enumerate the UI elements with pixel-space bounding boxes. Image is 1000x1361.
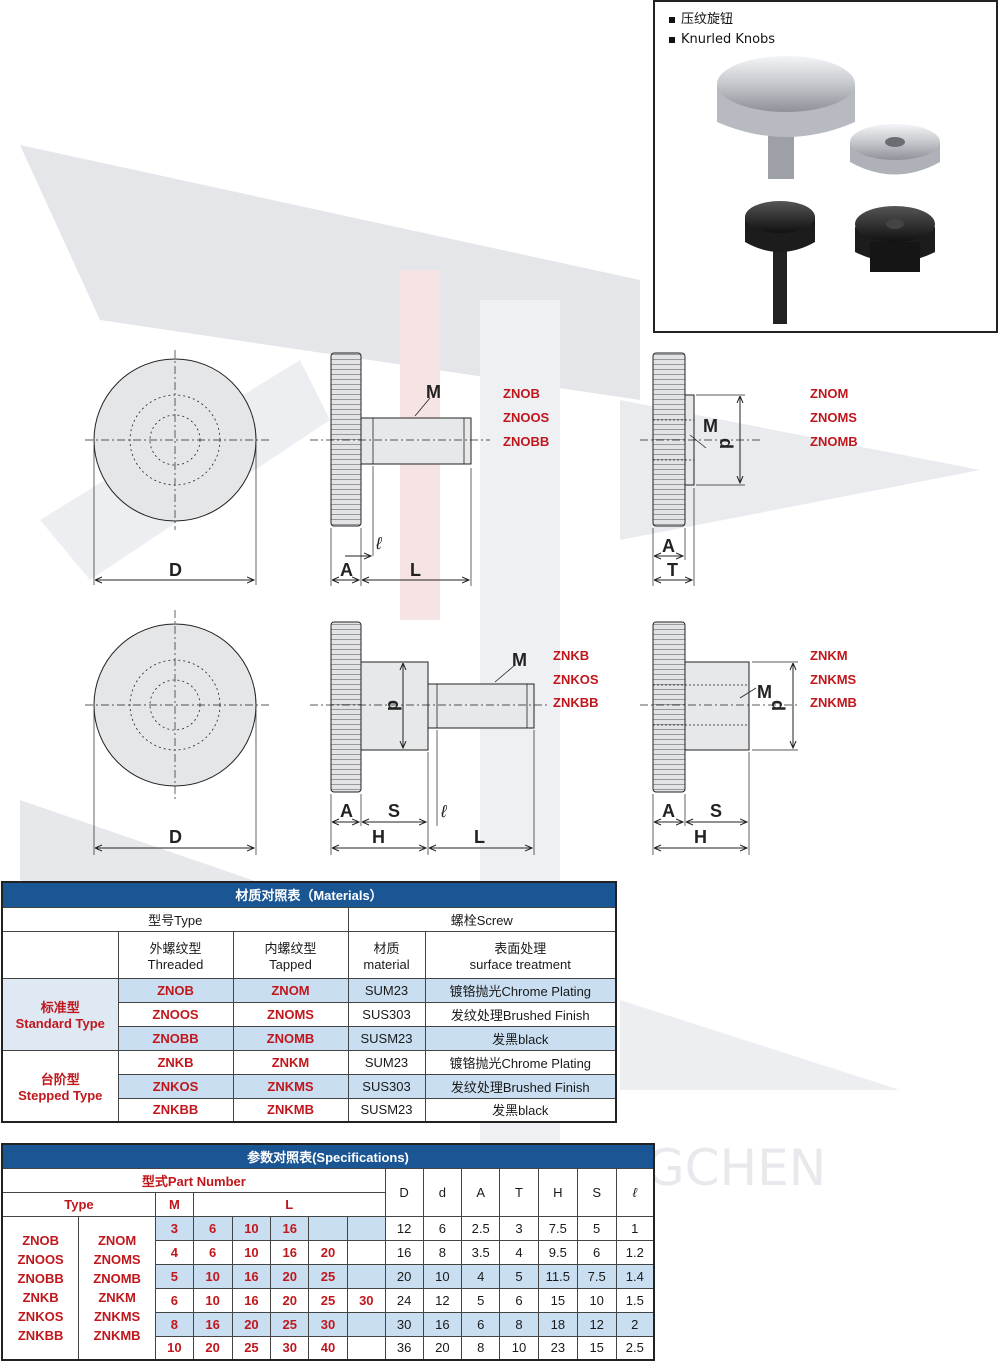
- product-photo-panel: 压纹旋钮 Knurled Knobs: [653, 0, 998, 333]
- col-D-header: D: [384, 1167, 424, 1217]
- front-view-top: [85, 350, 270, 585]
- col-type-header: Type: [1, 1191, 156, 1217]
- chrome-threaded-knob-image: [717, 56, 855, 179]
- dim-A-znob: A: [340, 560, 353, 580]
- dim-d-znkb: d: [384, 700, 404, 711]
- col-T-header: T: [499, 1167, 539, 1217]
- specs-title: 参数对照表(Specifications): [1, 1143, 655, 1169]
- code-label: ZNKB: [553, 648, 590, 663]
- side-view-znom: [640, 352, 760, 586]
- code-label: ZNOMB: [810, 434, 858, 449]
- dim-M-znkb: M: [512, 650, 527, 670]
- dim-l-znob: ℓ: [375, 534, 382, 553]
- col-S-header: S: [576, 1167, 617, 1217]
- dim-L-znkb: L: [474, 827, 485, 847]
- code-label: ZNOB: [503, 386, 540, 401]
- dim-M-znom: M: [703, 416, 718, 436]
- code-label: ZNKOS: [553, 672, 599, 687]
- knob-photos: [717, 56, 940, 324]
- code-label: ZNKBB: [553, 695, 599, 710]
- code-label: ZNOOS: [503, 410, 550, 425]
- code-label: ZNOM: [810, 386, 849, 401]
- part-number-header: 型式Part Number: [1, 1167, 386, 1193]
- code-label: ZNOMS: [810, 410, 857, 425]
- col-H-header: H: [537, 1167, 578, 1217]
- dim-S-znkm: S: [710, 801, 722, 821]
- code-label: ZNKM: [810, 648, 848, 663]
- photo-label-en: Knurled Knobs: [669, 32, 775, 47]
- side-view-znkb: [310, 621, 550, 855]
- dim-l-znkb: ℓ: [440, 802, 447, 821]
- side-view-znob: [310, 352, 490, 586]
- col-d-header: d: [422, 1167, 463, 1217]
- dim-S-znkb: S: [388, 801, 400, 821]
- code-label: ZNOBB: [503, 434, 550, 449]
- black-tapped-knob-image: [855, 206, 935, 272]
- dim-A-znom: A: [662, 536, 675, 556]
- photo-label-cn: 压纹旋钮: [669, 8, 733, 27]
- black-threaded-knob-image: [745, 201, 815, 324]
- code-label: ZNKMB: [810, 695, 857, 710]
- bullet-icon: [669, 36, 675, 43]
- chrome-tapped-knob-image: [850, 124, 940, 175]
- technical-drawings: D M ℓ A L M d A T: [85, 350, 800, 855]
- dim-H-znkb: H: [372, 827, 385, 847]
- col-M-header: M: [154, 1191, 194, 1217]
- dim-T-znom: T: [667, 560, 678, 580]
- dim-A-znkb: A: [340, 801, 353, 821]
- front-view-bottom: [85, 610, 270, 855]
- dim-D-top: D: [169, 560, 182, 580]
- dim-A-znkm: A: [662, 801, 675, 821]
- bullet-icon: [669, 16, 675, 23]
- dim-D-bottom: D: [169, 827, 182, 847]
- materials-title: 材质对照表（Materials）: [1, 881, 617, 908]
- code-label: ZNKMS: [810, 672, 857, 687]
- type-header: 型号Type: [1, 906, 349, 932]
- table-row: ZNKBB ZNKMB SUSM23 发黑black: [2, 1097, 617, 1123]
- dim-d-znom: d: [716, 438, 736, 449]
- dim-M-znkm: M: [757, 682, 772, 702]
- table-row: ZNOOS ZNOMS SUS303 发纹处理Brushed Finish: [2, 1001, 617, 1027]
- specifications-table: 参数对照表(Specifications) 型式Part Number D d …: [1, 1143, 655, 1361]
- screw-header: 螺栓Screw: [347, 906, 617, 932]
- col-L-header: L: [192, 1191, 386, 1217]
- side-view-znkm: [640, 621, 800, 855]
- dim-H-znkm: H: [694, 827, 707, 847]
- col-l-header: ℓ: [615, 1167, 655, 1217]
- col-A-header: A: [461, 1167, 501, 1217]
- dim-L-znob: L: [410, 560, 421, 580]
- dim-d-znkm: d: [768, 700, 788, 711]
- dim-M-znob: M: [426, 382, 441, 402]
